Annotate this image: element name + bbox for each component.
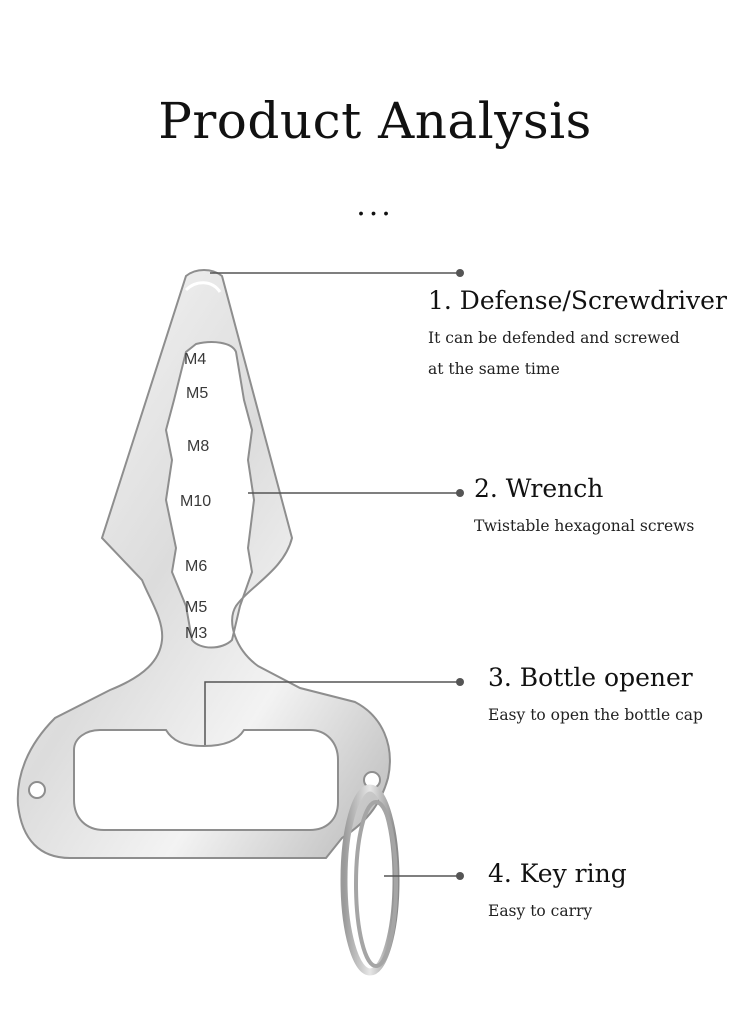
size-label: M6 [185, 558, 207, 575]
leader-dot-1 [456, 269, 464, 277]
leader-line-3 [204, 681, 460, 745]
size-label: M8 [187, 438, 209, 455]
feature-heading: 1. Defense/Screwdriver [428, 286, 727, 315]
leader-dot-2 [456, 489, 464, 497]
tool-body [16, 269, 391, 859]
screwdriver-tip-highlight [184, 281, 222, 293]
size-label: M4 [184, 351, 206, 368]
feature-key-ring: 4. Key ring Easy to carry [488, 859, 627, 927]
leader-dot-3 [456, 678, 464, 686]
feature-wrench: 2. Wrench Twistable hexagonal screws [474, 474, 694, 542]
feature-heading: 4. Key ring [488, 859, 627, 888]
feature-description: at the same time [428, 360, 560, 378]
page-title: Product Analysis [158, 92, 592, 150]
lanyard-hole-left [28, 781, 46, 799]
feature-bottle-opener: 3. Bottle opener Easy to open the bottle… [488, 663, 703, 731]
feature-defense-screwdriver: 1. Defense/Screwdriver It can be defende… [428, 286, 727, 385]
feature-heading: 3. Bottle opener [488, 663, 693, 692]
size-label: M5 [185, 599, 207, 616]
feature-description: It can be defended and screwed [428, 329, 680, 347]
size-label: M10 [180, 493, 211, 510]
feature-heading: 2. Wrench [474, 474, 604, 503]
feature-description: Easy to carry [488, 902, 593, 920]
leader-dot-4 [456, 872, 464, 880]
size-label: M5 [186, 385, 208, 402]
feature-description: Twistable hexagonal screws [474, 517, 695, 535]
key-ring-inner [354, 800, 398, 968]
size-label: M3 [185, 625, 207, 642]
title-ellipsis: ... [356, 188, 394, 223]
feature-description: Easy to open the bottle cap [488, 706, 703, 724]
